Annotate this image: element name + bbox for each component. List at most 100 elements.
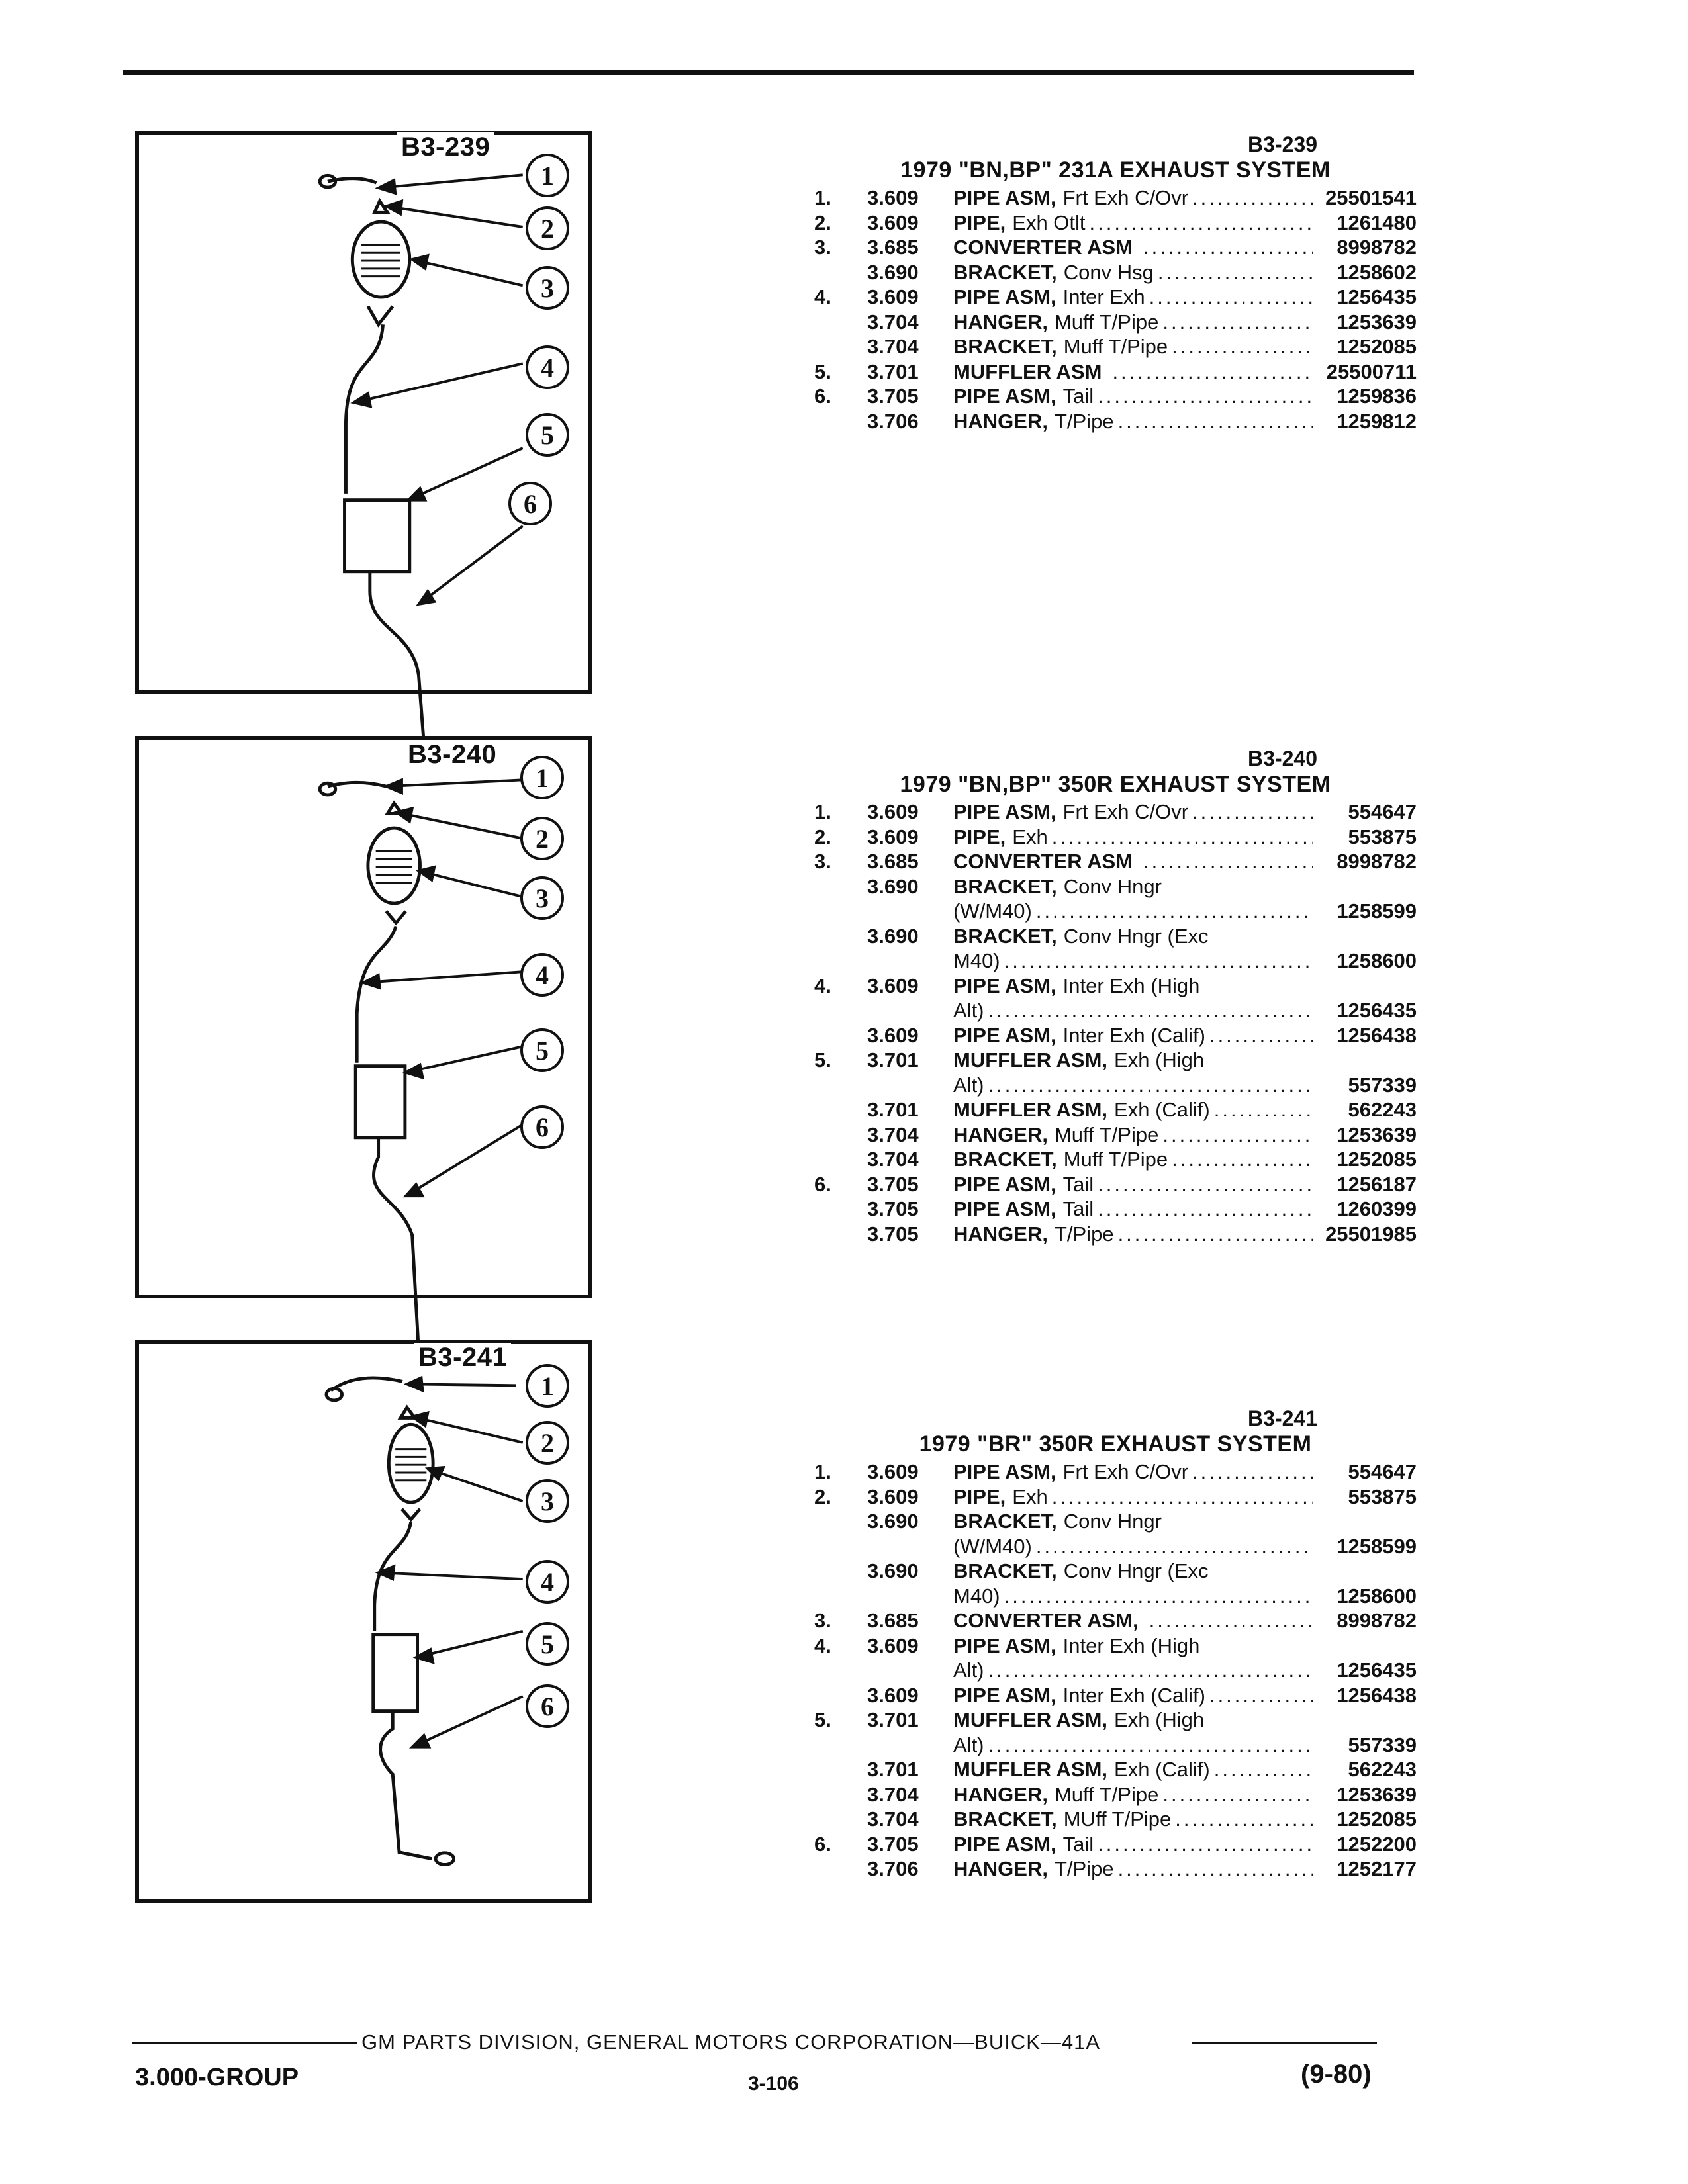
- part-description: Tail: [1062, 1172, 1094, 1196]
- exhaust-diagram-b3-240: [318, 778, 524, 1353]
- part-description: Frt Exh C/Ovr: [1062, 800, 1189, 823]
- callout-6: 6: [526, 1684, 569, 1728]
- leader-dots: [1098, 1832, 1313, 1857]
- item-number: [814, 1559, 867, 1584]
- part-number: 1258602: [1336, 260, 1417, 284]
- part-noun: BRACKET,: [953, 924, 1057, 948]
- group-number: 3.690: [867, 874, 919, 898]
- part-noun: PIPE ASM,: [953, 1023, 1056, 1047]
- part-name: BRACKET,Conv Hngr (Exc: [953, 1559, 1317, 1584]
- part-number: 1259812: [1336, 409, 1417, 433]
- figure-code: B3-240: [404, 740, 501, 770]
- part-number: 1253639: [1336, 310, 1417, 334]
- part-name: PIPE ASM,Frt Exh C/Ovr: [953, 1459, 1317, 1484]
- page-number: 3-106: [748, 2073, 799, 2095]
- group-number: 3.701: [867, 359, 919, 383]
- part-noun: HANGER,: [953, 1122, 1048, 1146]
- parts-section-b3-241: B3-241 1979 "BR" 350R EXHAUST SYSTEM 1.3…: [814, 1406, 1417, 1882]
- part-noun: PIPE ASM,: [953, 1683, 1056, 1707]
- parts-section-b3-240: B3-240 1979 "BN,BP" 350R EXHAUST SYSTEM …: [814, 747, 1417, 1246]
- group-number: 3.705: [867, 385, 919, 408]
- part-noun: PIPE ASM,: [953, 186, 1056, 209]
- part-number: 25500711: [1326, 359, 1417, 383]
- part-number: 1258599: [1336, 1534, 1417, 1558]
- part-description: Frt Exh C/Ovr: [1062, 186, 1189, 209]
- group-number: 3.609: [867, 186, 919, 209]
- item-number: [814, 924, 867, 949]
- callout-2: 2: [526, 1421, 569, 1465]
- part-description: Inter Exh (Calif): [1062, 1683, 1205, 1707]
- part-description: T/Pipe: [1054, 1857, 1114, 1880]
- part-number: 1252085: [1336, 1807, 1417, 1831]
- part-noun: CONVERTER ASM: [953, 850, 1133, 873]
- part-name: PIPE ASM,Inter Exh (Calif): [953, 1683, 1317, 1708]
- part-row: Alt)557339: [814, 1073, 1417, 1098]
- item-number: [814, 1683, 867, 1708]
- item-number: 3.: [814, 1609, 831, 1632]
- part-number: 1256435: [1336, 999, 1417, 1022]
- part-description: (W/M40): [953, 1534, 1032, 1558]
- callout-6: 6: [508, 482, 552, 525]
- leader-dots: [1118, 1222, 1313, 1247]
- item-number: 4.: [814, 974, 831, 997]
- leader-dots: [1143, 235, 1313, 260]
- part-description: Muff T/Pipe: [1063, 1148, 1168, 1171]
- group-number: 3.701: [867, 1708, 919, 1731]
- leader-dots: [1004, 948, 1313, 974]
- item-number: 6.: [814, 385, 831, 408]
- item-number: 3.: [814, 850, 831, 873]
- item-number: [814, 310, 867, 335]
- group-number: 3.706: [867, 409, 919, 433]
- part-noun: BRACKET,: [953, 260, 1057, 284]
- section-title: 1979 "BN,BP" 350R EXHAUST SYSTEM: [900, 772, 1331, 797]
- part-noun: CONVERTER ASM: [953, 236, 1133, 259]
- part-name: PIPE,Exh: [953, 1484, 1317, 1510]
- callout-5: 5: [520, 1028, 564, 1072]
- part-noun: BRACKET,: [953, 874, 1057, 898]
- item-number: 4.: [814, 285, 831, 308]
- part-name: PIPE ASM,Tail: [953, 1172, 1317, 1197]
- part-name: PIPE ASM,Inter Exh: [953, 285, 1317, 310]
- item-number: [814, 1122, 867, 1148]
- leader-dots: [1192, 1459, 1313, 1484]
- item-number: [814, 1782, 867, 1807]
- part-description: M40): [953, 1584, 1000, 1608]
- item-number: [814, 1509, 867, 1534]
- group-number: 3.701: [867, 1048, 919, 1071]
- part-description: Muff T/Pipe: [1063, 335, 1168, 358]
- item-number: 3.: [814, 236, 831, 259]
- group-number: 3.704: [867, 1122, 919, 1146]
- part-noun: PIPE ASM,: [953, 1197, 1056, 1220]
- part-description: (W/M40): [953, 899, 1032, 923]
- leader-dots: [1162, 1122, 1313, 1148]
- part-row: M40)1258600: [814, 948, 1417, 974]
- part-description: Inter Exh: [1062, 285, 1145, 308]
- part-number: 554647: [1348, 800, 1417, 823]
- part-name: PIPE ASM,Inter Exh (High: [953, 974, 1317, 999]
- footer-rule-right: [1192, 2042, 1377, 2044]
- part-description: Muff T/Pipe: [1054, 310, 1159, 334]
- part-description: Inter Exh (High: [1062, 1633, 1200, 1657]
- group-number: 3.609: [867, 1633, 919, 1657]
- leader-dots: [1149, 1608, 1313, 1633]
- part-number: 554647: [1348, 1460, 1417, 1483]
- callout-5: 5: [526, 1622, 569, 1666]
- part-name: Alt): [953, 998, 1317, 1023]
- part-description: Exh (Calif): [1114, 1758, 1210, 1781]
- part-noun: BRACKET,: [953, 1148, 1057, 1171]
- item-number: [814, 1733, 867, 1758]
- leader-dots: [1112, 359, 1313, 385]
- part-number: 553875: [1348, 1484, 1417, 1508]
- section-code: B3-240: [1248, 747, 1317, 770]
- exhaust-diagram-b3-239: [318, 173, 524, 760]
- group-number: 3.609: [867, 1023, 919, 1047]
- footer-division: GM PARTS DIVISION, GENERAL MOTORS CORPOR…: [357, 2030, 1105, 2054]
